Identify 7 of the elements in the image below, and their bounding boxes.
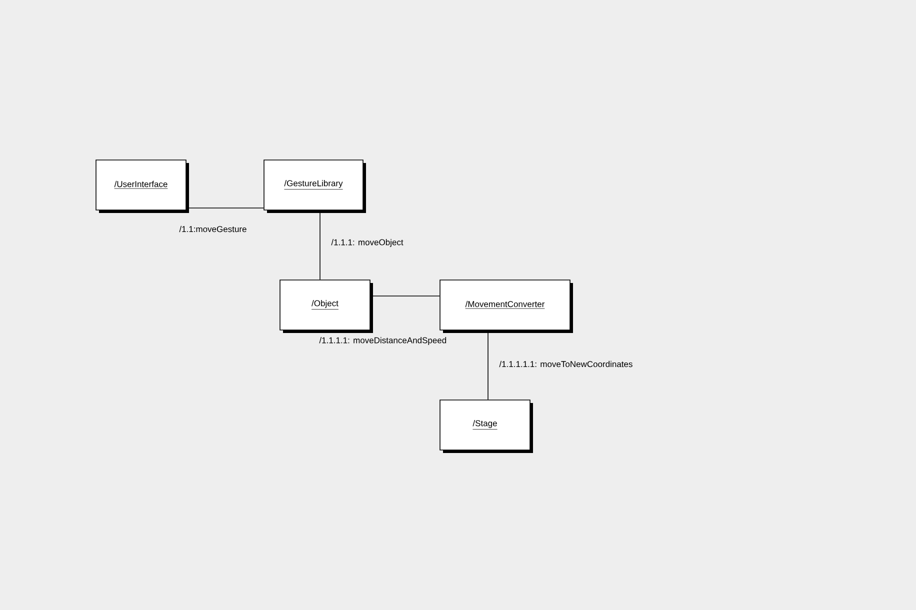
- object-box: /MovementConverter: [440, 280, 573, 333]
- object-box: /Stage: [440, 400, 533, 453]
- edge-label: /1.1.1: moveObject: [330, 238, 404, 248]
- object-box: /GestureLibrary: [264, 160, 366, 213]
- object-box: /Object: [280, 280, 373, 333]
- edge-label: /1.1.1.1: moveDistanceAndSpeed: [318, 336, 448, 346]
- object-box: /UserInterface: [96, 160, 189, 213]
